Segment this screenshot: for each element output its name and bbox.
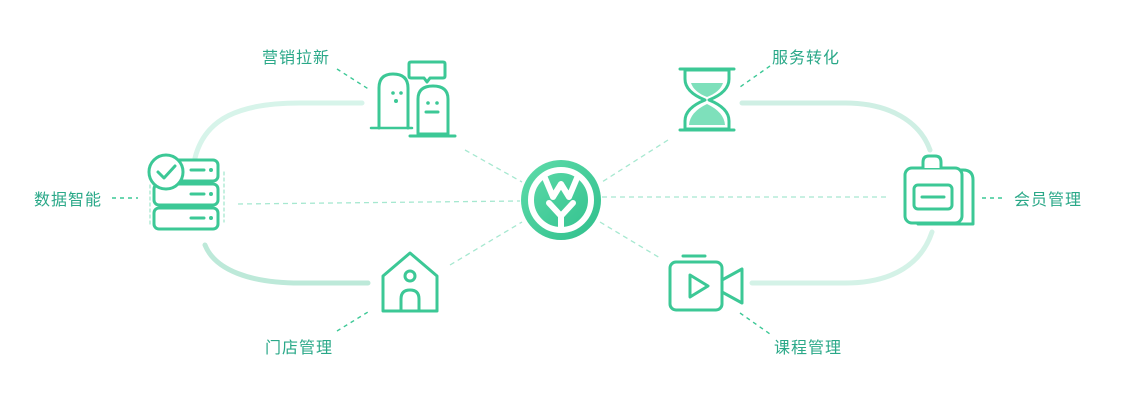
connector-data [237,200,521,205]
video-camera-icon [668,254,744,312]
leader-store [336,311,369,332]
label-course: 课程管理 [774,338,843,357]
house-icon [381,251,439,313]
leader-course [739,312,771,335]
server-stack-check-icon [147,153,225,231]
label-member: 会员管理 [1014,190,1083,209]
label-leaders [112,65,1006,335]
hourglass-icon [678,67,736,132]
connector-course [599,221,661,259]
connector-marketing [464,149,523,183]
track-top-left-arc [192,100,365,161]
wy-logo-icon [521,160,601,240]
label-data: 数据智能 [34,190,103,209]
center-connectors [237,139,888,266]
label-service: 服务转化 [772,48,841,67]
label-store: 门店管理 [265,338,334,357]
leader-service [739,65,771,88]
leader-marketing [336,68,371,91]
connector-service [601,139,669,183]
member-card-icon [903,154,975,226]
loop-track [192,100,935,286]
track-bottom-left-arc [202,242,371,286]
connector-store [449,221,523,266]
track-top-right-arc [739,100,933,153]
track-bottom-right-arc [749,229,935,286]
ghost-chat-icon [369,60,457,138]
label-marketing: 营销拉新 [262,48,331,67]
